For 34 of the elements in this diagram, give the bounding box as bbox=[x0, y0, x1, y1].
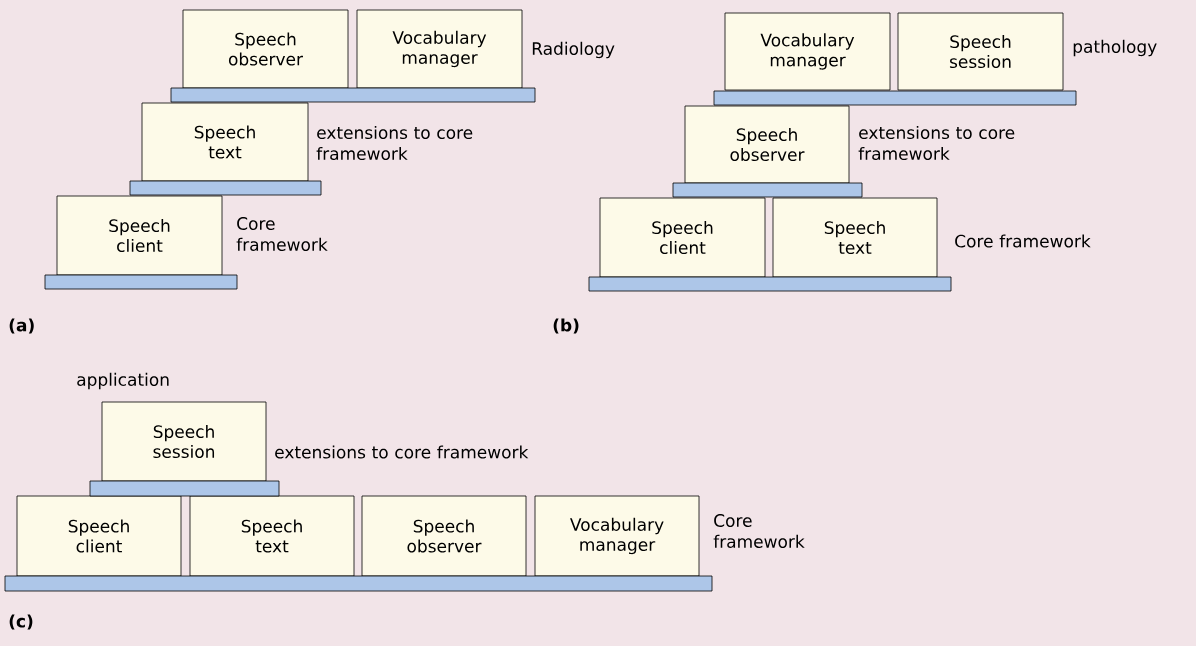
component-box: Speech client bbox=[599, 197, 766, 278]
component-box: Speech session bbox=[101, 401, 267, 482]
component-box: Speech observer bbox=[182, 9, 349, 89]
platform-bar bbox=[44, 274, 238, 290]
component-box: Speech client bbox=[16, 495, 182, 577]
panel-label: (a) bbox=[9, 318, 34, 334]
platform-bar bbox=[129, 180, 322, 196]
layer-label: Core framework bbox=[713, 514, 805, 548]
component-box: Speech observer bbox=[361, 495, 527, 577]
component-box: Speech observer bbox=[684, 105, 850, 184]
platform-bar bbox=[588, 276, 952, 292]
platform-bar bbox=[713, 90, 1077, 106]
layer-label: extensions to core framework bbox=[316, 125, 473, 161]
component-box: Speech session bbox=[897, 12, 1064, 91]
component-box: Vocabulary manager bbox=[534, 495, 700, 577]
layer-label: Core framework bbox=[236, 217, 328, 251]
panel-label: (b) bbox=[553, 318, 579, 334]
component-box: Speech text bbox=[141, 102, 309, 182]
platform-bar bbox=[89, 480, 280, 497]
layer-label: extensions to core framework bbox=[858, 125, 1015, 161]
layer-label: Radiology bbox=[532, 41, 615, 59]
platform-bar bbox=[672, 182, 863, 198]
layer-label: pathology bbox=[1073, 39, 1157, 57]
platform-bar bbox=[4, 575, 713, 592]
layer-label: Core framework bbox=[955, 234, 1091, 248]
layer-label: extensions to core framework bbox=[275, 445, 529, 459]
component-box: Speech text bbox=[189, 495, 355, 577]
platform-bar bbox=[170, 87, 536, 103]
component-box: Speech text bbox=[772, 197, 938, 278]
layer-label: application bbox=[77, 372, 169, 390]
component-box: Vocabulary manager bbox=[724, 12, 891, 91]
component-box: Vocabulary manager bbox=[356, 9, 523, 89]
component-box: Speech client bbox=[56, 195, 223, 276]
panel-label: (c) bbox=[9, 614, 33, 630]
